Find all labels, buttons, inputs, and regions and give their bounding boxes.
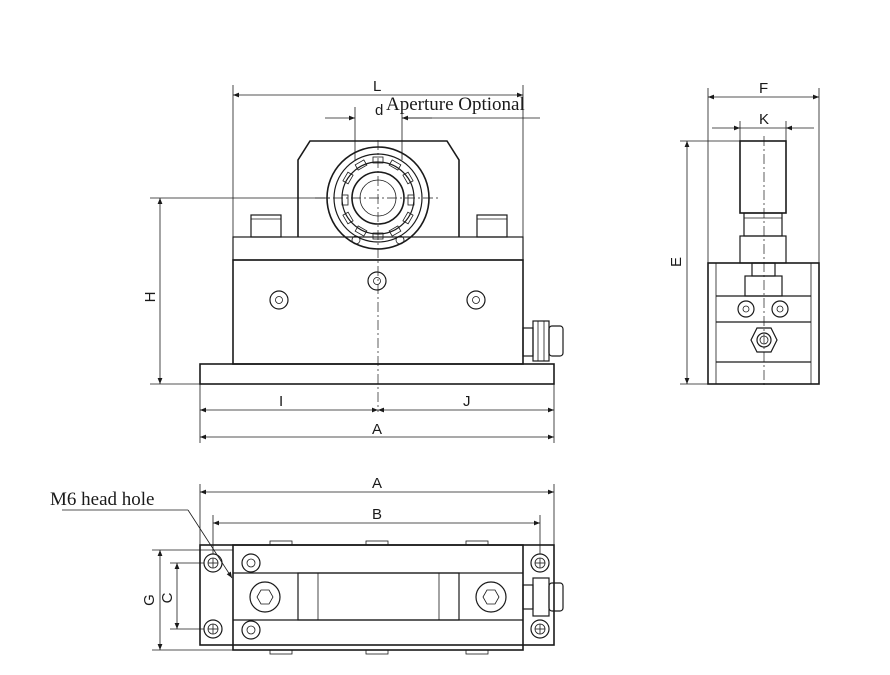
top-view	[199, 540, 564, 655]
body-screw-right	[466, 290, 486, 310]
side-top-block	[744, 275, 783, 297]
body-screw-center	[367, 271, 387, 291]
dim-label-E: E	[668, 257, 685, 267]
dim-label-J: J	[463, 393, 471, 410]
top-dimensions: A B G C M6 head hole	[50, 475, 555, 651]
dim-label-G: G	[141, 594, 158, 606]
side-screw-left	[737, 300, 755, 318]
side-body	[707, 262, 820, 385]
base-plate	[199, 363, 555, 385]
top-cable-gland	[522, 577, 564, 617]
hex-screw-right	[475, 581, 507, 613]
dim-label-C: C	[159, 592, 176, 603]
m6-head-hole-note: M6 head hole	[50, 489, 154, 510]
top-body	[232, 544, 524, 651]
upright-base	[739, 235, 787, 264]
side-screw-right	[771, 300, 789, 318]
dim-label-F: F	[759, 80, 768, 97]
dim-label-d: d	[375, 102, 383, 119]
top-bolt-left	[250, 214, 282, 238]
bearing-housing	[297, 140, 460, 237]
top-bolt-right	[476, 214, 508, 238]
dim-label-I: I	[279, 393, 283, 410]
front-view	[199, 140, 564, 412]
dim-label-B: B	[372, 506, 382, 523]
dim-label-L: L	[373, 78, 381, 95]
front-dimensions: L d Aperture Optional H I J A	[142, 78, 555, 443]
side-view	[707, 136, 820, 388]
dim-label-A-front: A	[372, 421, 382, 438]
mount-hole-bottom-right	[530, 619, 550, 639]
dim-label-H: H	[142, 292, 159, 303]
bolt-head-top	[241, 553, 261, 573]
upright-neck	[743, 212, 783, 237]
aperture-optional-note: Aperture Optional	[386, 94, 525, 115]
hex-screw-left	[249, 581, 281, 613]
mount-hole-bottom-left	[203, 619, 223, 639]
upright	[739, 140, 787, 214]
cable-gland	[522, 320, 564, 362]
top-housing	[297, 572, 460, 621]
dim-label-A-top: A	[372, 475, 382, 492]
bolt-head-bottom	[241, 620, 261, 640]
body-screw-left	[269, 290, 289, 310]
mount-hole-top-right	[530, 553, 550, 573]
mount-hole-top-left	[203, 553, 223, 573]
dim-label-K: K	[759, 111, 769, 128]
side-dimensions: F K E	[668, 80, 820, 385]
